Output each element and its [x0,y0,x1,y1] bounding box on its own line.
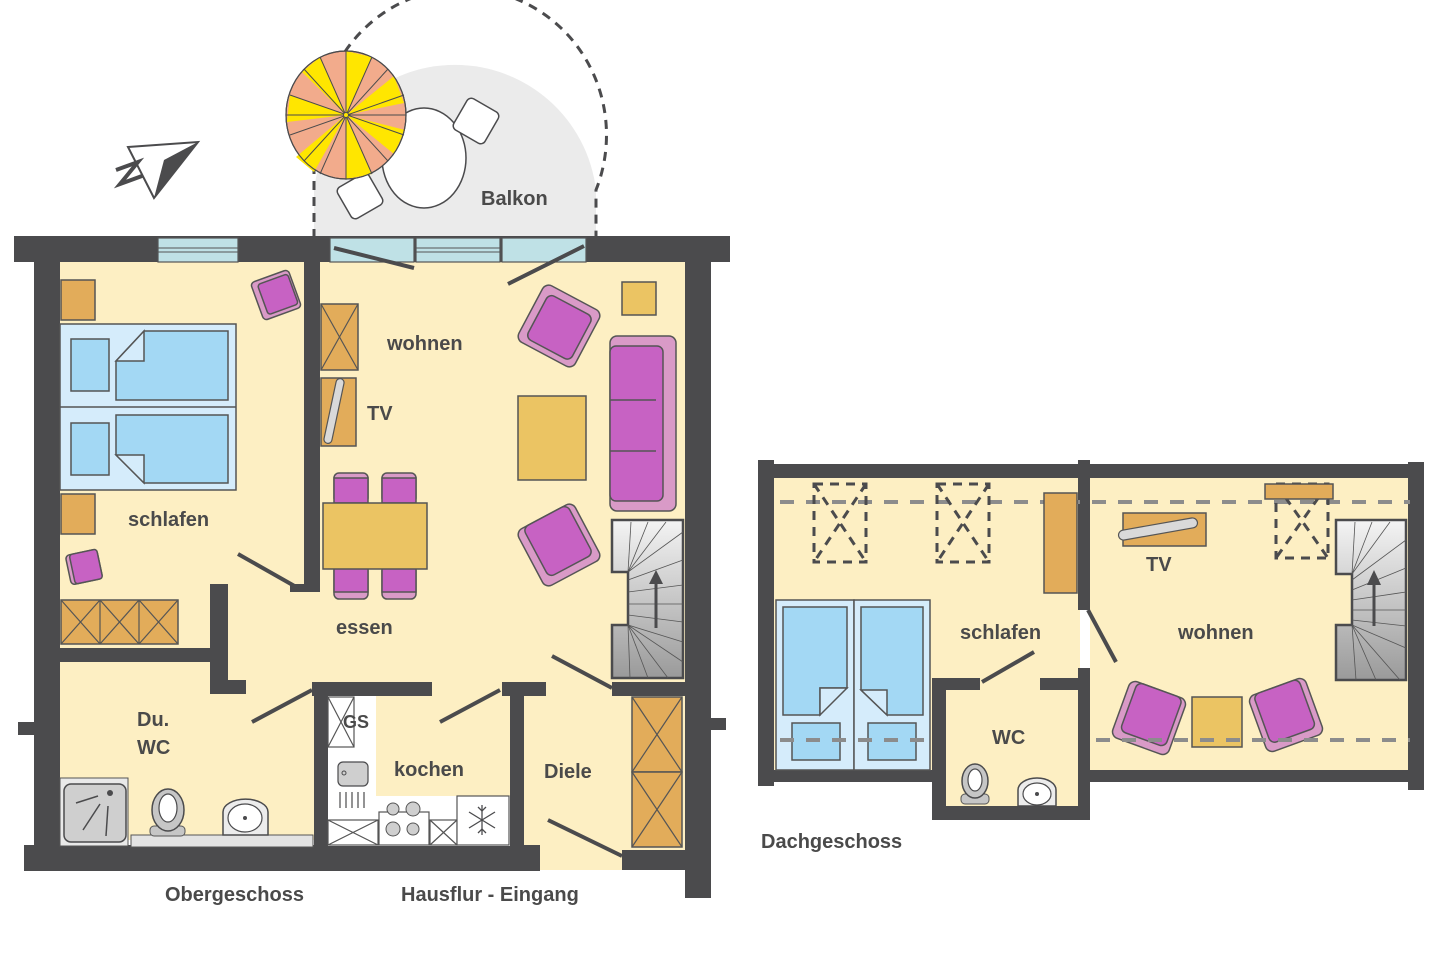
attic-tv-label: TV [1146,554,1172,576]
shower-icon [59,777,129,847]
window [157,237,239,263]
toilet-icon [149,788,186,837]
shelf-icon [1264,483,1334,500]
coffee-table-icon [517,395,587,481]
door [237,552,299,590]
room-label-attic-living: wohnen [1177,622,1254,644]
dining-chair-icon [333,472,417,600]
dishwasher-icon [327,696,355,748]
sofa-icon [609,335,677,512]
staircase-icon [610,518,685,680]
umbrella-icon [285,50,407,180]
floor-title-upper: Obergeschoss [165,884,304,906]
hall-wardrobe-icon [631,696,683,848]
nightstand-icon [60,493,96,535]
armchair-icon [250,269,302,321]
door [1086,609,1118,663]
balcony-chair-icon [336,172,384,220]
arrow-up-icon [649,570,663,584]
dining-table-icon [322,502,428,570]
side-table-icon [621,281,657,316]
fridge-icon [456,795,510,846]
stool-icon [65,548,103,586]
cabinet-icon [320,303,359,371]
entrance-label: Hausflur - Eingang [401,884,579,906]
armchair-icon [517,503,601,587]
room-label-bathroom-wc: WC [137,737,170,759]
room-label-living: wohnen [386,333,463,355]
room-label-attic-bedroom: schlafen [960,622,1041,644]
tv-label: TV [367,403,393,425]
room-label-bedroom: schlafen [128,509,209,531]
door [981,650,1035,684]
dishwasher-label: GS [343,712,369,732]
sink-icon [1017,777,1057,807]
tv-icon [1117,512,1207,547]
door [551,654,613,690]
armchair-icon [517,284,601,368]
room-label-kitchen: kochen [394,759,464,781]
stove-icon [378,801,430,846]
door [333,246,415,270]
room-label-balcony: Balkon [481,188,548,210]
floor-title-attic: Dachgeschoss [761,831,902,853]
armchair-icon [1111,680,1187,756]
wardrobe-icon [60,599,179,645]
staircase-icon [1334,518,1408,682]
balcony: Balkon [285,0,608,239]
sink-icon [222,798,269,836]
upper-floor: schlafen TV wohnen [14,236,730,906]
cabinet-icon [327,819,379,846]
compass-north-arrow-icon [113,140,201,200]
armchair-icon [1248,677,1324,753]
toilet-icon [960,763,990,805]
door [547,818,623,858]
kitchen-sink-icon [337,761,369,808]
attic-floor: schlafen WC TV wohnen [758,460,1424,853]
door [507,244,585,286]
door [251,688,313,724]
tv-icon [320,377,357,447]
arrow-up-icon [1367,570,1381,585]
room-label-dining: essen [336,617,393,639]
cabinet-icon [429,819,458,846]
balcony-chair-icon [452,97,500,145]
wardrobe-icon [1043,492,1078,594]
double-bed-icon [59,323,237,491]
room-label-hall: Diele [544,761,592,783]
twin-beds-icon [775,599,931,771]
nightstand-icon [60,279,96,321]
door [439,688,501,724]
skylight-icon [1274,482,1330,560]
room-label-attic-wc: WC [992,727,1025,749]
room-label-bathroom: Du. [137,709,169,731]
